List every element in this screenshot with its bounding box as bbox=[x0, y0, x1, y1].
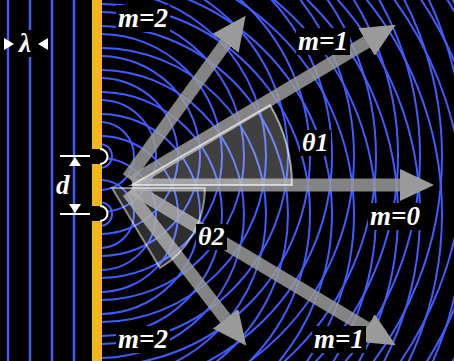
order-arrows bbox=[128, 40, 404, 330]
circular-wavefronts bbox=[102, 0, 454, 361]
diagram-label: d bbox=[54, 172, 72, 199]
wavefront-circle bbox=[102, 0, 454, 361]
diagram-label: m=1 bbox=[312, 326, 366, 353]
angle-wedge bbox=[132, 105, 292, 185]
slit-openings bbox=[100, 149, 108, 221]
wavefront-circle bbox=[102, 0, 442, 361]
wavefront-circle bbox=[102, 0, 420, 361]
wavefront-circle bbox=[102, 0, 454, 361]
slit-barrier bbox=[92, 0, 102, 361]
wavefront-circle bbox=[102, 144, 112, 168]
diagram-label: m=1 bbox=[296, 28, 350, 55]
plane-wavefronts bbox=[8, 0, 74, 361]
diagram-label: m=2 bbox=[116, 326, 170, 353]
wavefront-circle bbox=[102, 0, 420, 361]
wavefront-circle bbox=[102, 0, 454, 361]
diagram-label: λ bbox=[17, 30, 33, 57]
diagram-label: m=0 bbox=[368, 203, 422, 230]
wavefront-circle bbox=[102, 0, 454, 361]
wavefront-circle bbox=[102, 0, 442, 361]
diagram-label: m=2 bbox=[116, 5, 170, 32]
wavefront-circle bbox=[102, 0, 310, 361]
diagram-label: θ1 bbox=[300, 130, 331, 156]
diagram-label: θ2 bbox=[196, 224, 227, 250]
wavefront-circle bbox=[102, 202, 112, 226]
angle-wedge bbox=[112, 188, 205, 268]
wavefront-circle bbox=[102, 0, 454, 361]
wavefront-circle bbox=[102, 26, 288, 361]
wavefront-circle bbox=[102, 0, 454, 361]
